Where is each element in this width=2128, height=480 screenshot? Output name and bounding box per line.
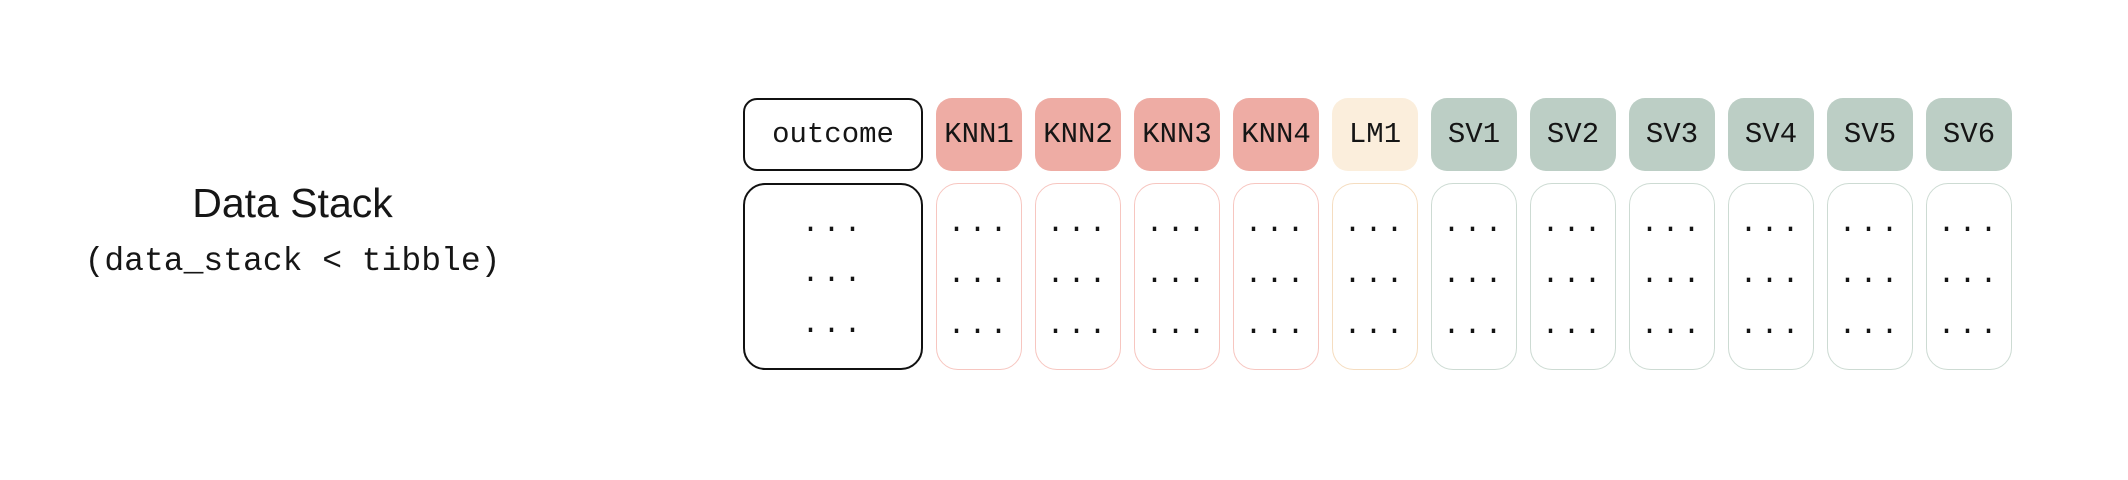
ellipsis-cell: ... [801, 257, 865, 292]
column-sv6: SV6......... [1926, 98, 2012, 370]
column-body-lm1: ......... [1332, 183, 1418, 370]
ellipsis-cell: ... [1145, 257, 1209, 292]
data-stack-subtitle: (data_stack < tibble) [84, 243, 501, 280]
column-body-sv1: ......... [1431, 183, 1517, 370]
ellipsis-cell: ... [1343, 257, 1407, 292]
column-sv2: SV2......... [1530, 98, 1616, 370]
column-header-sv2: SV2 [1530, 98, 1616, 171]
ellipsis-cell: ... [1046, 206, 1110, 241]
column-header-knn2: KNN2 [1035, 98, 1121, 171]
column-sv5: SV5......... [1827, 98, 1913, 370]
ellipsis-cell: ... [1343, 308, 1407, 343]
ellipsis-cell: ... [1145, 308, 1209, 343]
ellipsis-cell: ... [1541, 308, 1605, 343]
ellipsis-cell: ... [1541, 257, 1605, 292]
column-sv3: SV3......... [1629, 98, 1715, 370]
ellipsis-cell: ... [1838, 257, 1902, 292]
ellipsis-cell: ... [1046, 257, 1110, 292]
column-header-sv5: SV5 [1827, 98, 1913, 171]
ellipsis-cell: ... [1739, 257, 1803, 292]
column-knn1: KNN1......... [936, 98, 1022, 370]
column-body-sv5: ......... [1827, 183, 1913, 370]
column-header-sv3: SV3 [1629, 98, 1715, 171]
data-stack-caption: Data Stack (data_stack < tibble) [30, 180, 555, 282]
column-knn4: KNN4......... [1233, 98, 1319, 370]
column-sv4: SV4......... [1728, 98, 1814, 370]
ellipsis-cell: ... [1046, 308, 1110, 343]
ellipsis-cell: ... [947, 257, 1011, 292]
ellipsis-cell: ... [1640, 206, 1704, 241]
ellipsis-cell: ... [947, 206, 1011, 241]
ellipsis-cell: ... [1343, 206, 1407, 241]
column-header-knn3: KNN3 [1134, 98, 1220, 171]
column-body-outcome: ......... [743, 183, 923, 370]
column-knn3: KNN3......... [1134, 98, 1220, 370]
column-body-sv4: ......... [1728, 183, 1814, 370]
ellipsis-cell: ... [947, 308, 1011, 343]
ellipsis-cell: ... [1937, 308, 2001, 343]
ellipsis-cell: ... [1442, 257, 1506, 292]
stack-table: outcome.........KNN1.........KNN2.......… [743, 98, 2012, 370]
column-lm1: LM1......... [1332, 98, 1418, 370]
ellipsis-cell: ... [1838, 308, 1902, 343]
ellipsis-cell: ... [1640, 308, 1704, 343]
ellipsis-cell: ... [1442, 206, 1506, 241]
ellipsis-cell: ... [1541, 206, 1605, 241]
ellipsis-cell: ... [1937, 257, 2001, 292]
ellipsis-cell: ... [1244, 257, 1308, 292]
ellipsis-cell: ... [1739, 308, 1803, 343]
ellipsis-cell: ... [1937, 206, 2001, 241]
column-header-sv1: SV1 [1431, 98, 1517, 171]
column-sv1: SV1......... [1431, 98, 1517, 370]
ellipsis-cell: ... [1739, 206, 1803, 241]
column-body-sv3: ......... [1629, 183, 1715, 370]
column-header-sv4: SV4 [1728, 98, 1814, 171]
column-outcome: outcome......... [743, 98, 923, 370]
ellipsis-cell: ... [801, 207, 865, 242]
column-body-sv2: ......... [1530, 183, 1616, 370]
column-body-knn3: ......... [1134, 183, 1220, 370]
ellipsis-cell: ... [1145, 206, 1209, 241]
ellipsis-cell: ... [1244, 308, 1308, 343]
ellipsis-cell: ... [1838, 206, 1902, 241]
ellipsis-cell: ... [1640, 257, 1704, 292]
column-header-knn1: KNN1 [936, 98, 1022, 171]
ellipsis-cell: ... [1442, 308, 1506, 343]
column-body-knn2: ......... [1035, 183, 1121, 370]
column-body-knn1: ......... [936, 183, 1022, 370]
column-header-lm1: LM1 [1332, 98, 1418, 171]
ellipsis-cell: ... [1244, 206, 1308, 241]
column-knn2: KNN2......... [1035, 98, 1121, 370]
column-header-outcome: outcome [743, 98, 923, 171]
column-header-sv6: SV6 [1926, 98, 2012, 171]
ellipsis-cell: ... [801, 307, 865, 342]
column-body-knn4: ......... [1233, 183, 1319, 370]
data-stack-title: Data Stack [192, 180, 393, 226]
column-body-sv6: ......... [1926, 183, 2012, 370]
column-header-knn4: KNN4 [1233, 98, 1319, 171]
